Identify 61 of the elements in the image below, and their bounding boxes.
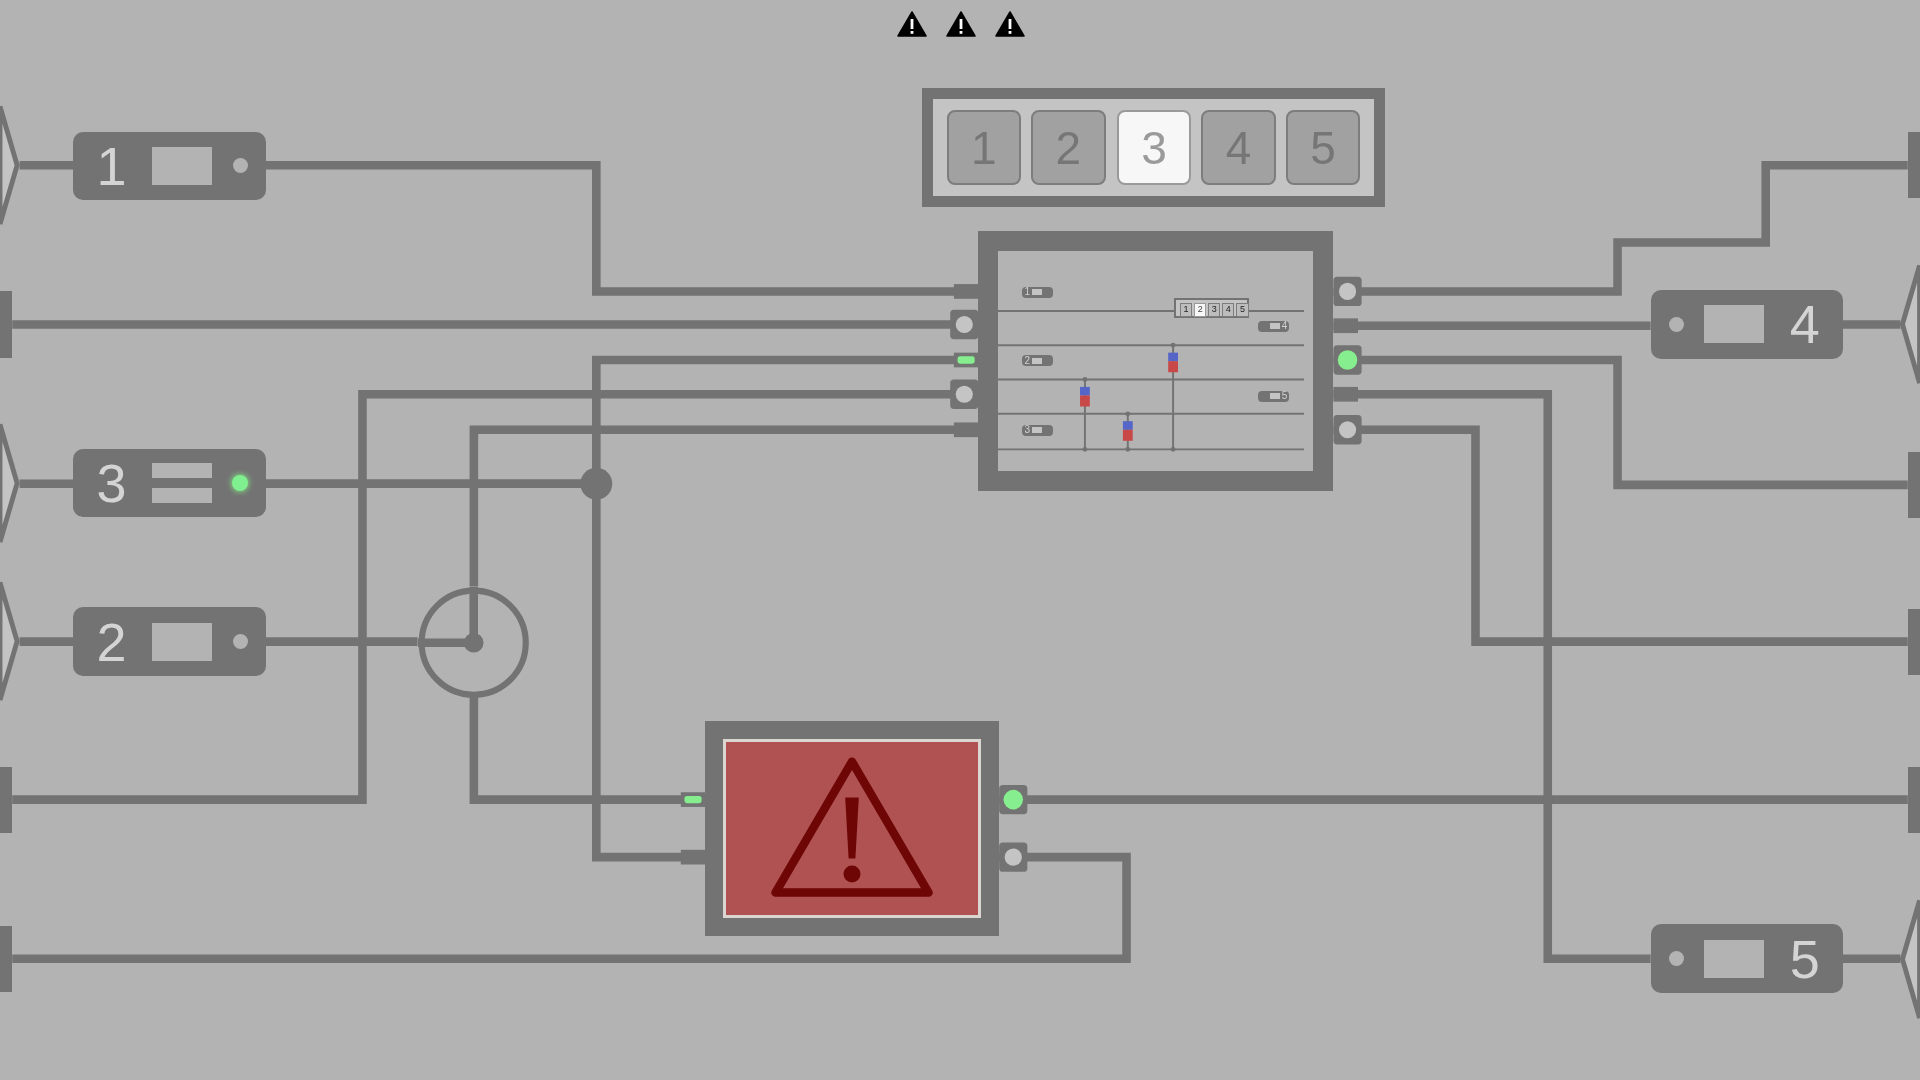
mini-tag (1022, 355, 1054, 367)
selected-mini-number-key: 2 (1194, 303, 1207, 317)
numbered-tag (73, 449, 266, 517)
wire (265, 637, 418, 646)
wire (12, 309, 979, 340)
wire (999, 784, 1908, 815)
wire (469, 697, 706, 807)
terminal-bar (1907, 608, 1920, 675)
mini-tag (1022, 424, 1054, 436)
mini-tag-number: 3 (1024, 425, 1030, 436)
tag-number: 1 (95, 138, 128, 193)
wire (1333, 386, 1651, 964)
terminal-socket (0, 104, 20, 227)
numbered-tag (73, 132, 266, 200)
wire (1333, 161, 1908, 307)
wire (1842, 320, 1901, 329)
circuit-module (978, 231, 1334, 491)
mini-number-key: 4 (1222, 303, 1235, 317)
wire (265, 161, 979, 299)
terminal-bar (1907, 766, 1920, 833)
wire (12, 842, 1131, 964)
mini-selector-panel (1174, 297, 1249, 319)
terminal-socket (1900, 897, 1920, 1020)
mini-tag-number: 5 (1281, 391, 1288, 402)
terminal-bar (1907, 132, 1920, 199)
mini-number-key: 1 (1179, 303, 1193, 317)
wire (12, 379, 979, 804)
terminal-bar (0, 291, 13, 358)
numbered-tag (1650, 290, 1843, 359)
terminal-bar (0, 925, 13, 992)
tag-number: 3 (95, 456, 128, 511)
terminal-bar (0, 766, 13, 833)
mini-number-key: 5 (1236, 303, 1249, 317)
wire (19, 479, 74, 488)
terminal-socket (0, 422, 20, 545)
wire (19, 637, 74, 646)
wire (1333, 318, 1651, 334)
mini-number-key: 3 (1208, 303, 1221, 317)
warning-panel (705, 721, 1000, 936)
tag-number: 5 (1788, 931, 1821, 986)
number-selector-panel (922, 88, 1385, 207)
mini-tag-number: 1 (1024, 287, 1030, 297)
mini-tag-number: 2 (1024, 355, 1030, 366)
tag-number: 4 (1788, 297, 1821, 352)
terminal-socket (0, 580, 20, 703)
wire (19, 161, 74, 170)
mini-tag (1257, 390, 1290, 402)
mini-tag (1022, 286, 1054, 298)
wire (1333, 345, 1908, 490)
mini-tag-number: 4 (1281, 321, 1288, 332)
selected-number-key: 3 (1116, 110, 1192, 185)
mini-tag (1257, 320, 1290, 332)
terminal-socket (1900, 263, 1920, 386)
wire (265, 479, 706, 865)
tag-number: 2 (95, 614, 128, 669)
terminal-bar (1907, 451, 1920, 518)
wire (1842, 954, 1901, 964)
wire (1333, 415, 1908, 646)
numbered-tag (1650, 924, 1843, 994)
numbered-tag (73, 607, 266, 676)
wire (469, 422, 979, 587)
